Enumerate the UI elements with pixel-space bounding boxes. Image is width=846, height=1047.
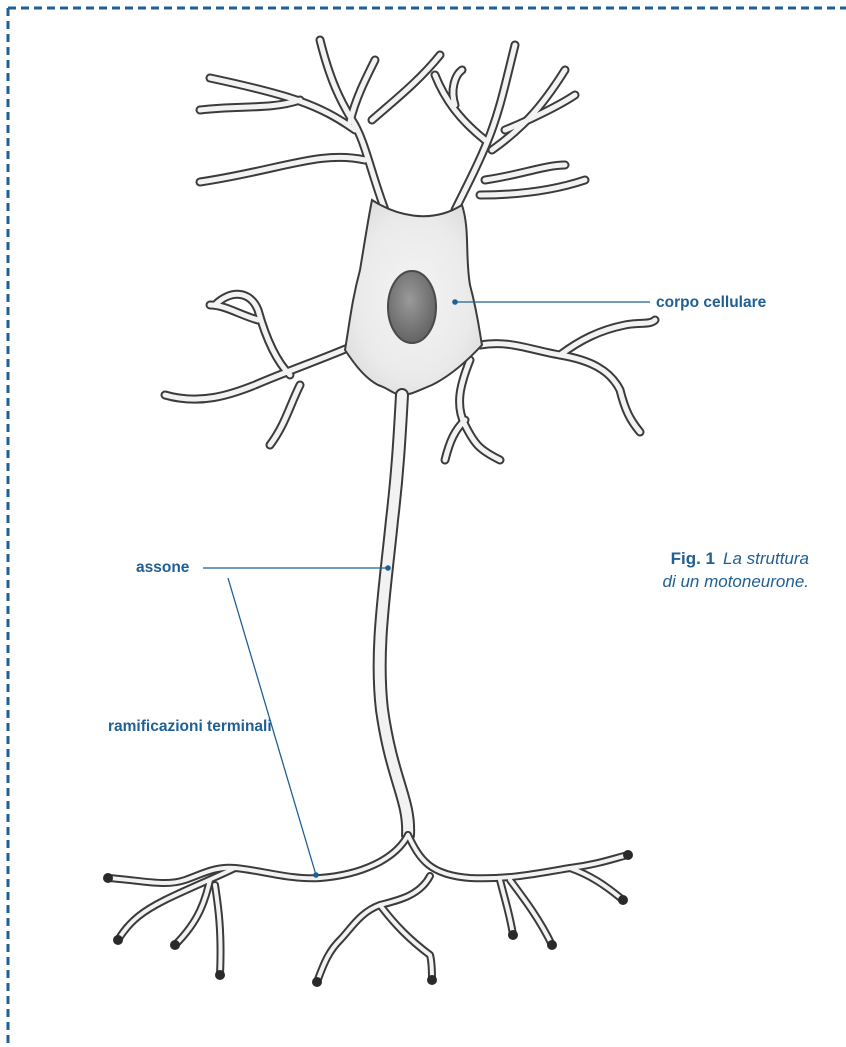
- caption-line1: La struttura: [723, 549, 809, 568]
- terminal-branches: [103, 835, 633, 987]
- svg-text:Fig. 1La struttura: Fig. 1 La struttura: [671, 549, 809, 568]
- dashed-frame: [8, 8, 846, 1047]
- label-terminals: ramificazioni terminali: [108, 718, 272, 735]
- nucleus: [388, 271, 436, 343]
- label-soma: corpo cellulare: [656, 294, 767, 311]
- caption-line2: di un motoneurone.: [663, 572, 810, 591]
- figure-caption: Fig. 1 La struttura di un motoneurone.: [663, 549, 810, 591]
- label-axon: assone: [136, 559, 190, 576]
- caption-number: Fig. 1: [671, 549, 715, 568]
- axon: [380, 395, 409, 835]
